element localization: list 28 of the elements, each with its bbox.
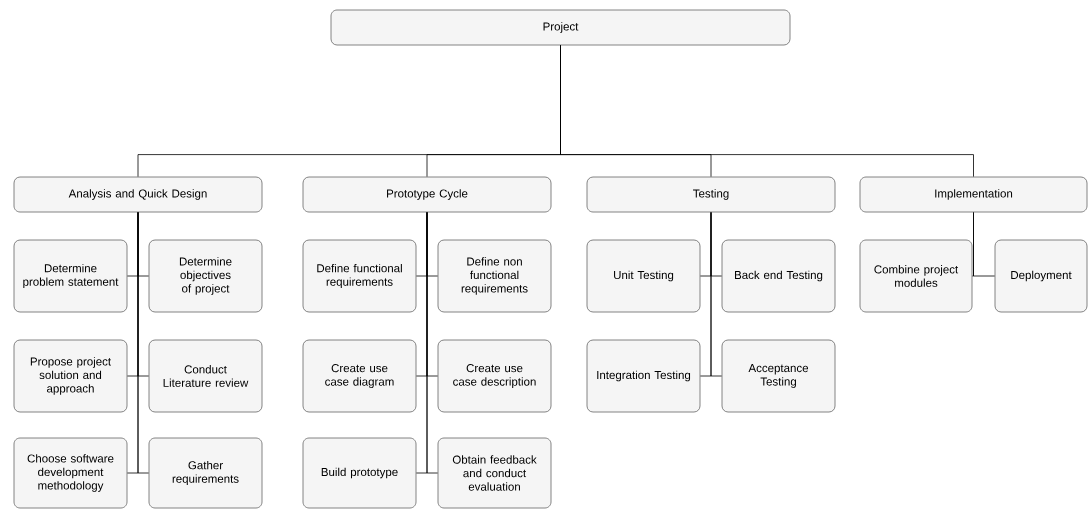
process-box: Build prototype — [302, 437, 417, 509]
process-box: Determine objectives of project — [148, 239, 263, 313]
process-box: Determine problem statement — [13, 239, 128, 313]
process-box: Acceptance Testing — [721, 339, 836, 413]
process-box: Gather requirements — [148, 437, 263, 509]
process-box: Define functional requirements — [302, 239, 417, 313]
process-box: Integration Testing — [586, 339, 701, 413]
process-box: Create use case diagram — [302, 339, 417, 413]
connector-line — [560, 45, 974, 177]
process-box: Project — [330, 9, 791, 46]
process-box: Combine project modules — [859, 239, 973, 313]
process-box: Create use case description — [437, 339, 552, 413]
process-box: Obtain feedback and conduct evaluation — [437, 437, 552, 509]
connector-line — [710, 212, 722, 377]
process-box: Implementation — [859, 176, 1088, 213]
process-box: Testing — [586, 176, 836, 213]
connector-line — [426, 212, 438, 474]
process-box: Unit Testing — [586, 239, 701, 313]
process-box: Conduct Literature review — [148, 339, 263, 413]
process-box: Back end Testing — [721, 239, 836, 313]
connector-line — [973, 212, 995, 277]
process-box: Deployment — [994, 239, 1088, 313]
process-box: Define non functional requirements — [437, 239, 552, 313]
process-box: Propose project solution and approach — [13, 339, 128, 413]
process-box: Choose software development methodology — [13, 437, 128, 509]
connector-line — [137, 212, 149, 474]
process-box: Prototype Cycle — [302, 176, 552, 213]
process-box: Analysis and Quick Design — [13, 176, 263, 213]
